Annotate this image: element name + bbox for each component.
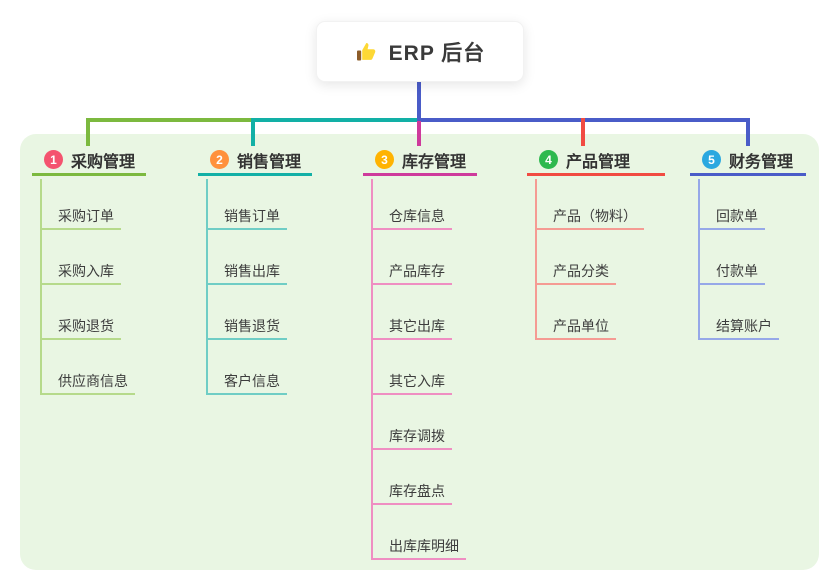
branch-title: 产品管理 xyxy=(566,153,631,171)
child-node[interactable]: 出库库明细 xyxy=(371,536,466,560)
branch-children-connector xyxy=(535,179,537,340)
child-node-label: 销售订单 xyxy=(224,208,280,224)
child-node-label: 回款单 xyxy=(716,208,758,224)
child-node[interactable]: 采购订单 xyxy=(40,206,121,230)
branch-header[interactable]: 5 财务管理 xyxy=(690,146,806,176)
child-node-label: 销售出库 xyxy=(224,263,280,279)
connector-trunk-green xyxy=(86,118,253,122)
root-title: ERP 后台 xyxy=(388,41,486,65)
child-node-label: 采购订单 xyxy=(58,208,114,224)
child-node-label: 客户信息 xyxy=(224,373,280,389)
connector-root-drop xyxy=(417,80,421,120)
branch-children-connector xyxy=(206,179,208,395)
child-node[interactable]: 销售订单 xyxy=(206,206,287,230)
connector-trunk-teal xyxy=(251,118,419,122)
child-node-label: 出库库明细 xyxy=(389,538,459,554)
child-node[interactable]: 销售出库 xyxy=(206,261,287,285)
child-node[interactable]: 销售退货 xyxy=(206,316,287,340)
thumbs-up-icon xyxy=(356,42,375,60)
branch-header[interactable]: 2 销售管理 xyxy=(198,146,312,176)
branch-title: 财务管理 xyxy=(729,153,794,171)
child-node[interactable]: 产品单位 xyxy=(535,316,616,340)
child-node[interactable]: 回款单 xyxy=(698,206,765,230)
branch-children-connector xyxy=(371,179,373,560)
connector-drop-inventory xyxy=(417,121,421,146)
branch-number-badge: 5 xyxy=(702,150,721,169)
child-node[interactable]: 采购退货 xyxy=(40,316,121,340)
child-node[interactable]: 产品库存 xyxy=(371,261,452,285)
connector-drop-finance xyxy=(746,118,750,146)
branch-number-badge: 3 xyxy=(375,150,394,169)
branch-header[interactable]: 3 库存管理 xyxy=(363,146,477,176)
child-node[interactable]: 供应商信息 xyxy=(40,371,135,395)
child-node[interactable]: 其它入库 xyxy=(371,371,452,395)
branch-title: 采购管理 xyxy=(71,153,136,171)
branch-number-badge: 1 xyxy=(44,150,63,169)
child-node[interactable]: 仓库信息 xyxy=(371,206,452,230)
child-node-label: 库存调拨 xyxy=(389,428,445,444)
branch: 2 销售管理 销售订单 销售出库 销售退货 客户信息 xyxy=(198,146,312,395)
child-node-label: 产品分类 xyxy=(553,263,609,279)
child-node[interactable]: 采购入库 xyxy=(40,261,121,285)
branch: 4 产品管理 产品（物料） 产品分类 产品单位 xyxy=(527,146,665,340)
branch-header[interactable]: 1 采购管理 xyxy=(32,146,146,176)
child-node[interactable]: 其它出库 xyxy=(371,316,452,340)
connector-drop-sales xyxy=(251,118,255,146)
child-node-label: 销售退货 xyxy=(224,318,280,334)
child-node-label: 其它出库 xyxy=(389,318,445,334)
branch-title: 销售管理 xyxy=(237,153,302,171)
child-node[interactable]: 产品分类 xyxy=(535,261,616,285)
branch-number-badge: 2 xyxy=(210,150,229,169)
connector-drop-purchase xyxy=(86,118,90,146)
child-node[interactable]: 付款单 xyxy=(698,261,765,285)
child-node-label: 产品单位 xyxy=(553,318,609,334)
root-node[interactable]: ERP 后台 xyxy=(316,21,524,82)
branch-title: 库存管理 xyxy=(402,153,467,171)
child-node-label: 库存盘点 xyxy=(389,483,445,499)
child-node-label: 其它入库 xyxy=(389,373,445,389)
branch-header[interactable]: 4 产品管理 xyxy=(527,146,665,176)
child-node[interactable]: 库存盘点 xyxy=(371,481,452,505)
branch-children-connector xyxy=(40,179,42,395)
child-node-label: 供应商信息 xyxy=(58,373,128,389)
child-node-label: 结算账户 xyxy=(716,318,772,334)
child-node-label: 仓库信息 xyxy=(389,208,445,224)
connector-drop-product xyxy=(581,118,585,146)
child-node-label: 产品库存 xyxy=(389,263,445,279)
child-node-label: 采购入库 xyxy=(58,263,114,279)
child-node[interactable]: 客户信息 xyxy=(206,371,287,395)
child-node-label: 付款单 xyxy=(716,263,758,279)
child-node[interactable]: 结算账户 xyxy=(698,316,779,340)
branch: 5 财务管理 回款单 付款单 结算账户 xyxy=(690,146,806,340)
branch: 3 库存管理 仓库信息 产品库存 其它出库 其它入库 库存调拨 库存盘点 出库库… xyxy=(363,146,477,560)
branch-children-connector xyxy=(698,179,700,340)
child-node-label: 产品（物料） xyxy=(553,208,637,224)
child-node[interactable]: 产品（物料） xyxy=(535,206,644,230)
branch-number-badge: 4 xyxy=(539,150,558,169)
child-node[interactable]: 库存调拨 xyxy=(371,426,452,450)
branches-panel xyxy=(20,134,819,570)
branch: 1 采购管理 采购订单 采购入库 采购退货 供应商信息 xyxy=(32,146,146,395)
child-node-label: 采购退货 xyxy=(58,318,114,334)
